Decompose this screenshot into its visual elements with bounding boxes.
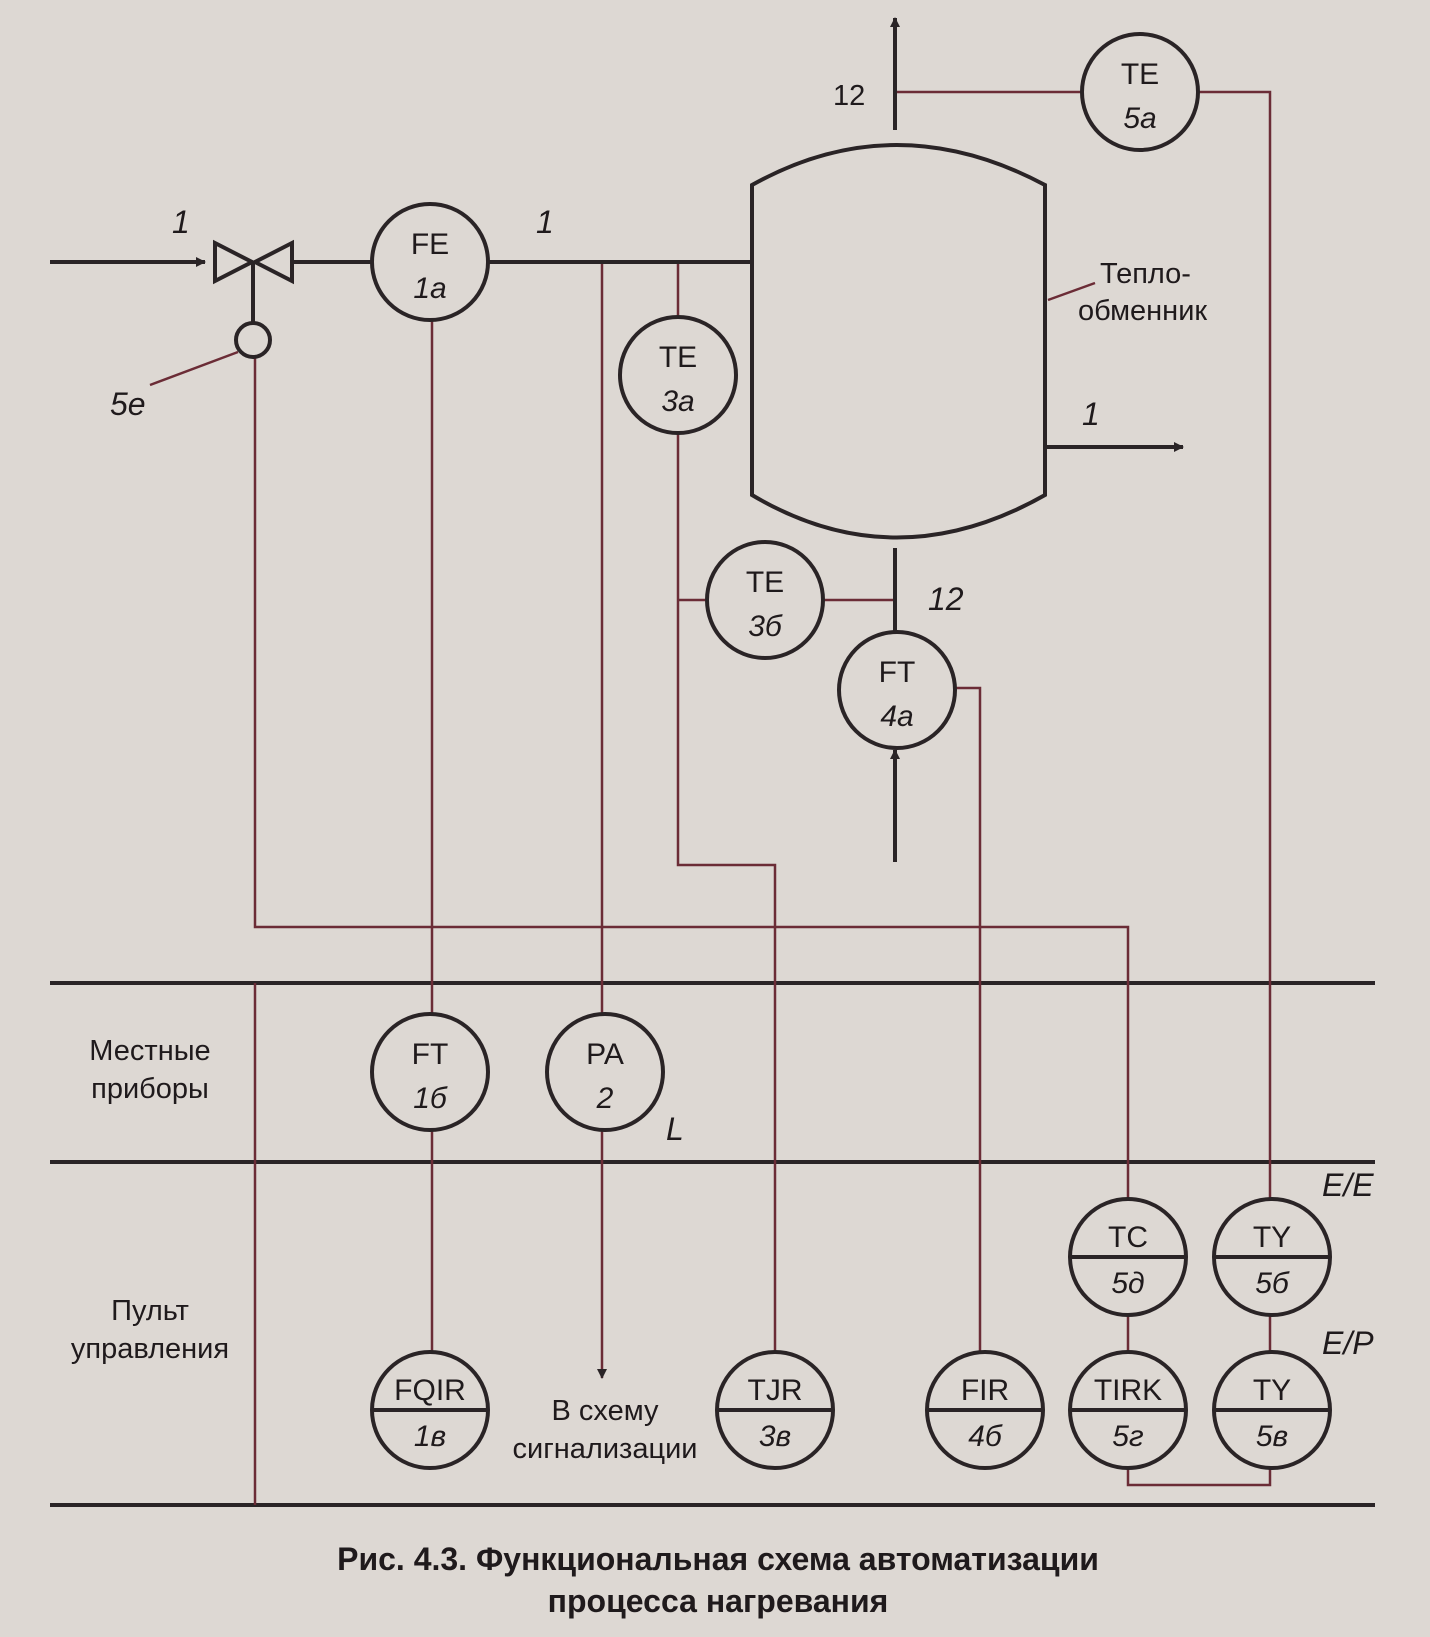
instrument-tc-5d: TC 5д xyxy=(1068,1197,1188,1317)
stream-label-outlet: 1 xyxy=(1082,396,1100,432)
svg-text:5д: 5д xyxy=(1111,1267,1144,1300)
stream-label-inlet: 1 xyxy=(172,204,190,240)
svg-text:TE: TE xyxy=(659,341,697,374)
instrument-fe-1a: FE 1а xyxy=(370,202,490,322)
zone-panel-label-2: управления xyxy=(71,1333,229,1365)
instrument-fqir-1v: FQIR 1в xyxy=(370,1350,490,1470)
svg-text:TY: TY xyxy=(1253,1221,1291,1254)
svg-text:4б: 4б xyxy=(968,1420,1003,1453)
svg-text:TJR: TJR xyxy=(748,1374,803,1407)
actuator-label: 5е xyxy=(110,386,146,422)
valve-actuator xyxy=(234,321,272,359)
svg-text:FT: FT xyxy=(879,656,916,689)
instrument-tirk-5g: TIRK 5г xyxy=(1068,1350,1188,1470)
control-valve xyxy=(213,239,294,359)
svg-text:5в: 5в xyxy=(1256,1420,1288,1453)
instrument-ty-5b: TY 5б xyxy=(1212,1197,1332,1317)
zone-panel-label: Пульт xyxy=(111,1295,189,1327)
stream-label-steam-top: 12 xyxy=(833,80,865,112)
svg-text:FIR: FIR xyxy=(961,1374,1009,1407)
heat-exchanger xyxy=(750,143,1047,540)
instrument-ft-1b: FT 1б xyxy=(370,1012,490,1132)
stream-label-pipe: 1 xyxy=(536,204,554,240)
figure-caption: Рис. 4.3. Функциональная схема автоматиз… xyxy=(337,1541,1099,1577)
converter-ee-label: E/E xyxy=(1322,1167,1374,1203)
svg-text:TC: TC xyxy=(1108,1221,1148,1254)
zone-dividers xyxy=(50,981,1375,1507)
instrument-te-3b: TE 3б xyxy=(705,540,825,660)
svg-text:3в: 3в xyxy=(759,1420,791,1453)
svg-text:FT: FT xyxy=(412,1038,449,1071)
svg-text:TY: TY xyxy=(1253,1374,1291,1407)
instrument-te-5a: TE 5а xyxy=(1080,32,1200,152)
svg-text:3б: 3б xyxy=(748,610,783,643)
signal-lines xyxy=(149,90,1272,1487)
svg-text:FQIR: FQIR xyxy=(394,1374,466,1407)
process-piping xyxy=(50,17,1184,862)
svg-text:5г: 5г xyxy=(1112,1420,1144,1453)
svg-text:4а: 4а xyxy=(880,700,913,733)
zone-local-label: Местные xyxy=(89,1035,210,1067)
instrument-fir-4b: FIR 4б xyxy=(925,1350,1045,1470)
alarm-limit-label: L xyxy=(666,1111,684,1147)
heat-exchanger-label: Тепло- xyxy=(1100,258,1191,290)
svg-text:1а: 1а xyxy=(413,272,446,305)
svg-text:5а: 5а xyxy=(1123,102,1156,135)
instrument-ft-4a: FT 4а xyxy=(837,630,957,750)
svg-text:TE: TE xyxy=(746,566,784,599)
svg-text:TIRK: TIRK xyxy=(1094,1374,1162,1407)
svg-text:PA: PA xyxy=(586,1038,624,1071)
svg-text:TE: TE xyxy=(1121,58,1159,91)
instrument-tjr-3v: TJR 3в xyxy=(715,1350,835,1470)
zone-local-label-2: приборы xyxy=(91,1073,209,1105)
svg-text:FE: FE xyxy=(411,228,449,261)
stream-label-steam-bottom: 12 xyxy=(928,581,964,617)
figure-caption-2: процесса нагревания xyxy=(548,1583,889,1619)
instrument-ty-5v: TY 5в xyxy=(1212,1350,1332,1470)
instrument-pa-2: PA 2 xyxy=(545,1012,665,1132)
to-alarm-scheme-label-2: сигнализации xyxy=(513,1433,698,1465)
converter-ep-label: E/P xyxy=(1322,1325,1374,1361)
heat-exchanger-label-2: обменник xyxy=(1078,295,1207,327)
svg-text:2: 2 xyxy=(596,1082,614,1115)
svg-text:5б: 5б xyxy=(1255,1267,1290,1300)
to-alarm-scheme-label: В схему xyxy=(552,1395,659,1427)
svg-text:1б: 1б xyxy=(413,1082,448,1115)
svg-text:1в: 1в xyxy=(414,1420,446,1453)
svg-text:3а: 3а xyxy=(661,385,694,418)
instrument-te-3a: TE 3а xyxy=(618,315,738,435)
